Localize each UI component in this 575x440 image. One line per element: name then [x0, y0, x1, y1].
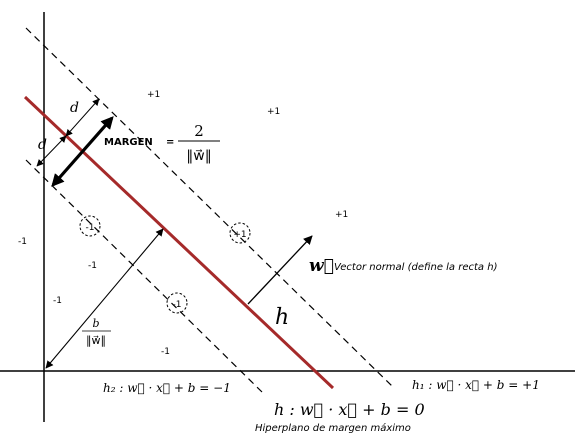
hyperplane-caption: Hiperplano de margen máximo — [255, 422, 411, 434]
class-label-plus: +1 — [335, 210, 348, 220]
hyperplane-label: h — [275, 305, 289, 330]
distance-d-label-top: d — [70, 100, 79, 116]
class-label-plus: +1 — [147, 90, 160, 100]
class-label-minus: -1 — [161, 347, 170, 357]
margin-equals: = — [166, 137, 174, 148]
origin-distance-numerator: b — [92, 317, 99, 330]
support-vector-minus: -1 — [79, 215, 101, 237]
margin-label: MARGEN — [104, 137, 153, 148]
svg-text:-1: -1 — [86, 223, 95, 233]
equation-h: h : w⃗ · x⃗ + b = 0 — [274, 400, 425, 419]
origin-distance-arrow — [45, 228, 164, 369]
margin-formula-denominator: ‖w⃗‖ — [186, 148, 211, 164]
svg-text:-1: -1 — [173, 300, 182, 310]
normal-vector-caption: Vector normal (define la recta h) — [334, 262, 497, 273]
support-vector-minus: -1 — [166, 292, 188, 314]
support-vector-plus: +1 — [229, 222, 251, 244]
origin-distance-denominator: ‖w⃗‖ — [86, 334, 106, 348]
margin-arrow — [51, 116, 114, 187]
class-label-minus: -1 — [18, 237, 27, 247]
normal-vector-symbol: w⃗ — [309, 256, 334, 276]
class-label-minus: -1 — [53, 296, 62, 306]
class-label-minus: -1 — [88, 261, 97, 271]
svg-text:+1: +1 — [233, 230, 246, 240]
normal-vector-arrow — [247, 235, 313, 305]
margin-line-h1 — [25, 27, 393, 387]
equation-h2: h₂ : w⃗ · x⃗ + b = −1 — [103, 381, 231, 395]
class-label-plus: +1 — [267, 107, 280, 117]
margin-formula-numerator: 2 — [194, 122, 204, 140]
distance-d-label-bottom: d — [38, 137, 47, 153]
equation-h1: h₁ : w⃗ · x⃗ + b = +1 — [412, 378, 540, 392]
margin-line-h2 — [25, 159, 263, 393]
